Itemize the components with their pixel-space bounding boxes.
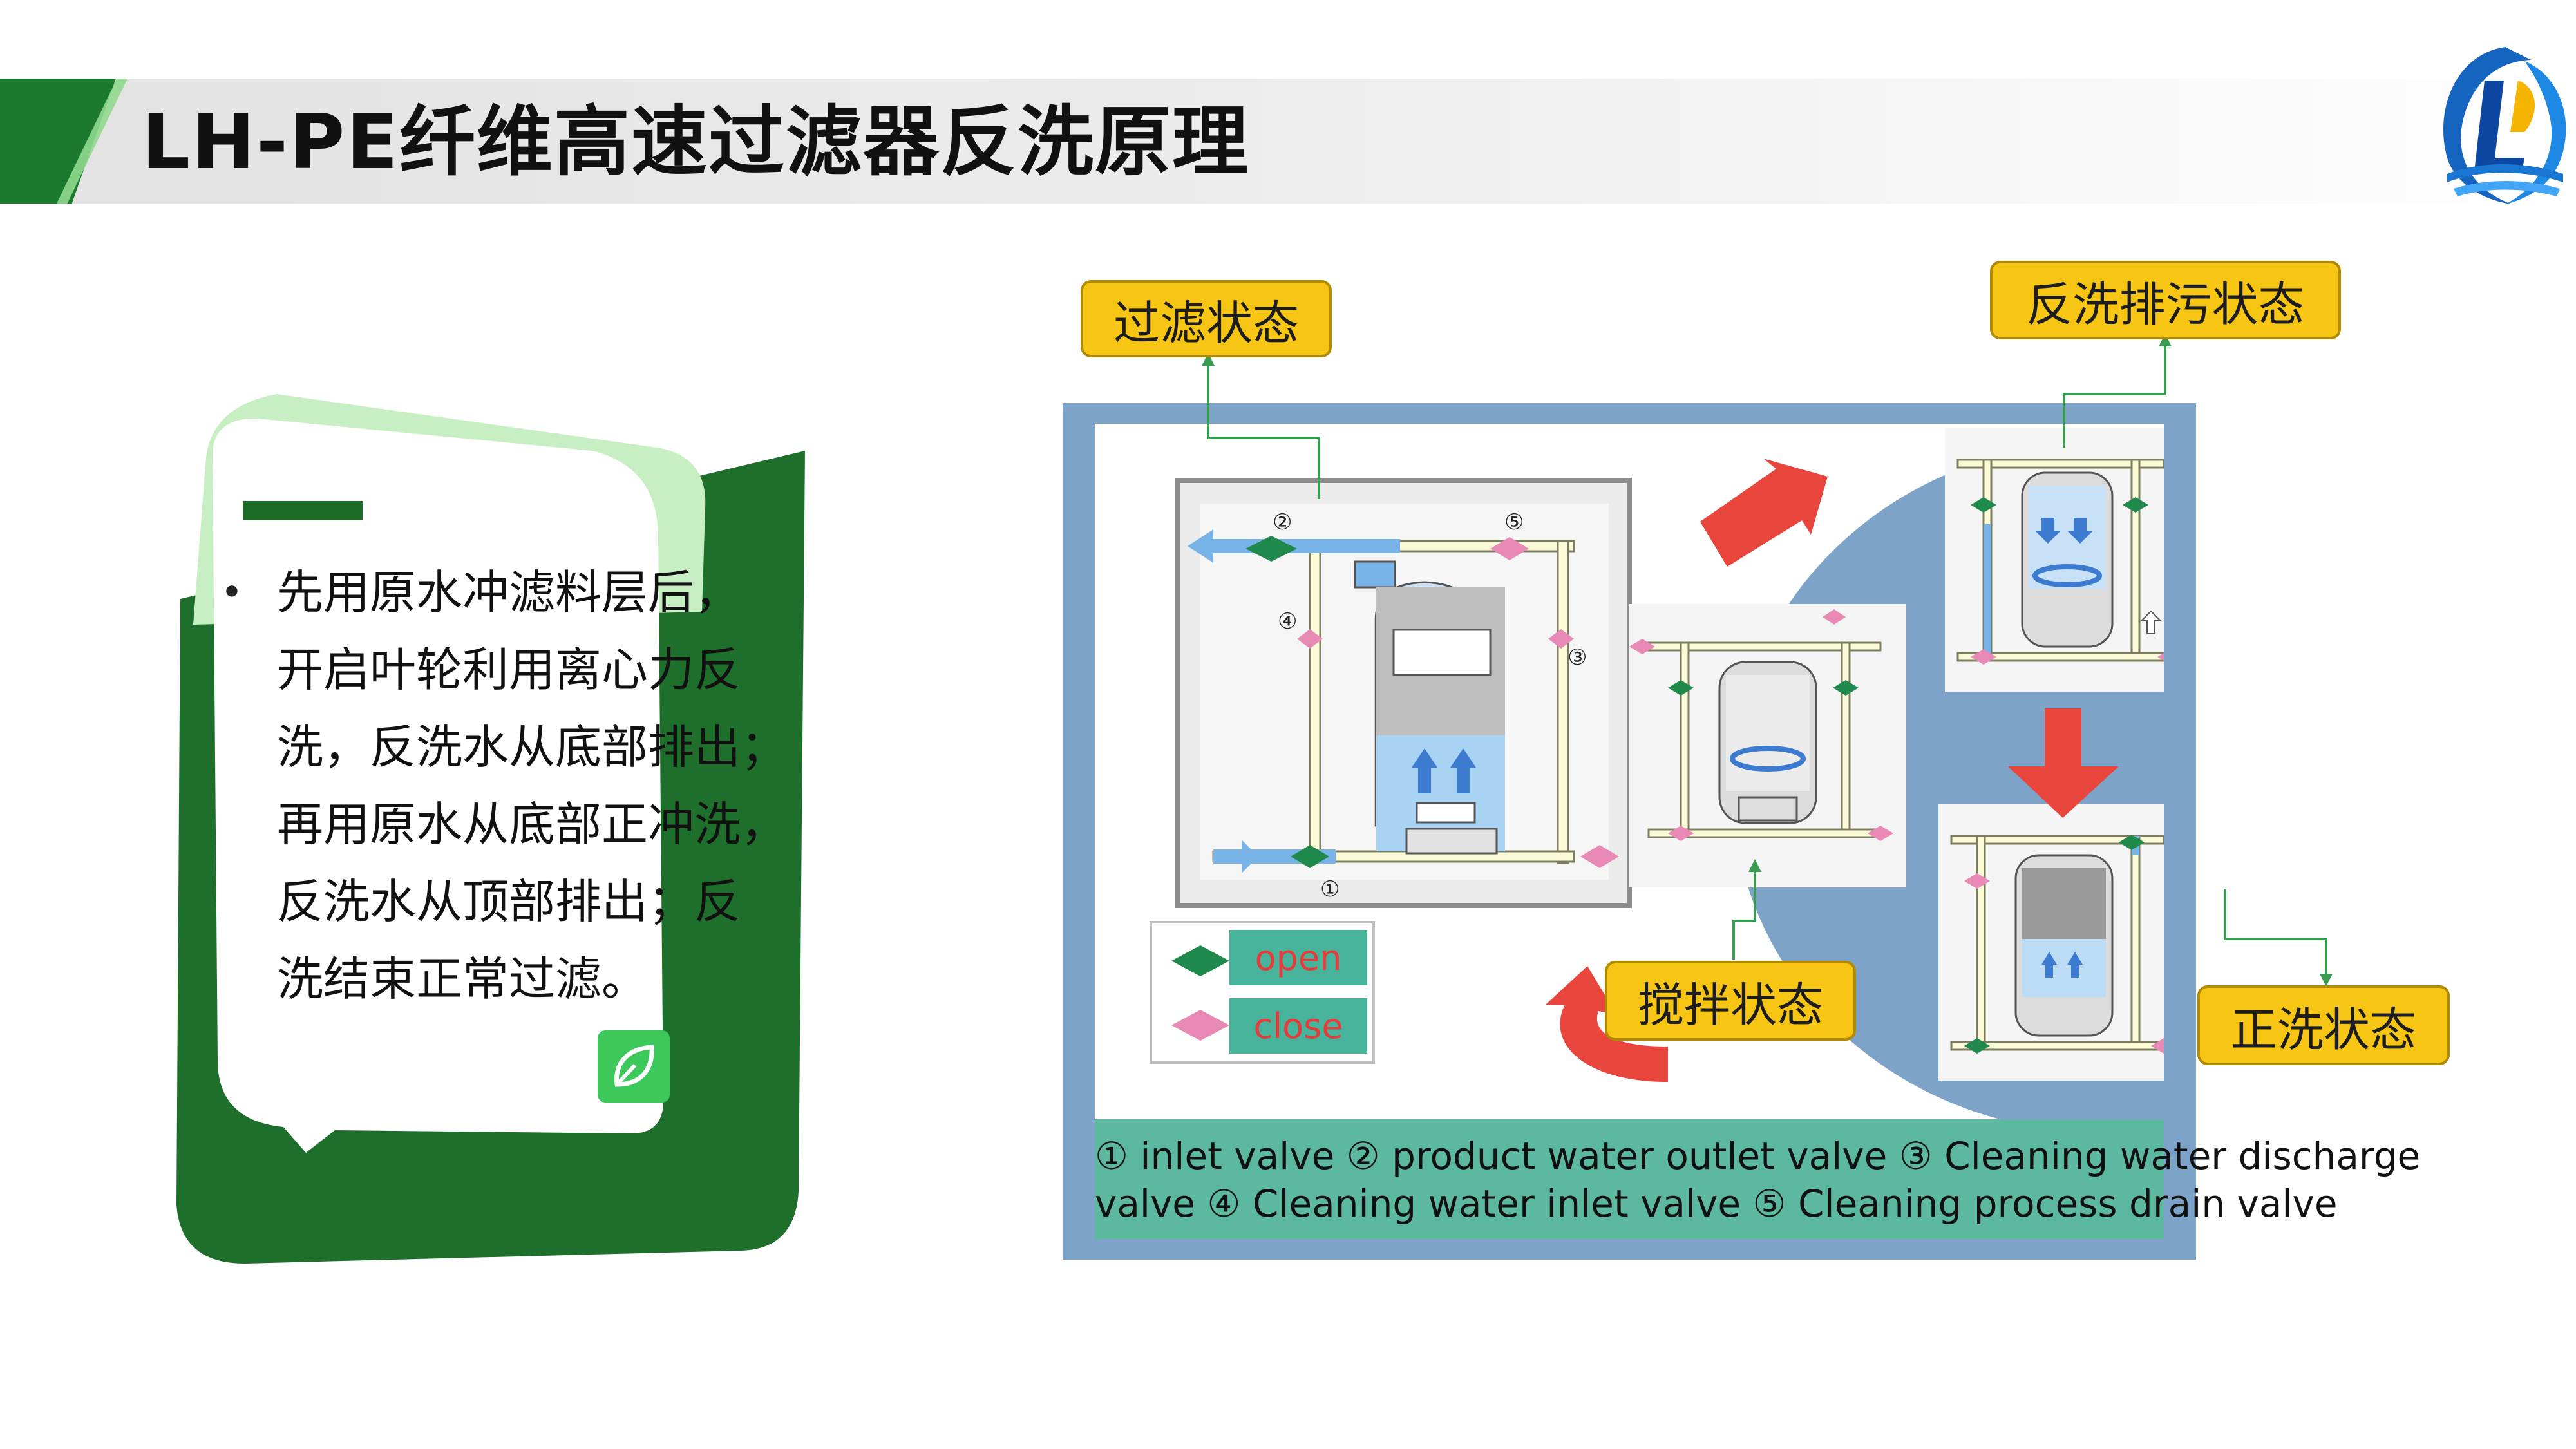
caption-line: valve ④ Cleaning water inlet valve ⑤ Cle…: [1095, 1182, 2338, 1226]
backwash-unit: [1945, 428, 2164, 692]
diagram-canvas: ② ⑤ ④ ③ ①: [1095, 424, 2164, 1119]
svg-text:④: ④: [1278, 609, 1297, 634]
description-line: 先用原水冲滤料层后，: [277, 565, 741, 620]
legend-close-label: close: [1229, 998, 1367, 1054]
description-line: 洗结束正常过滤。: [277, 952, 649, 1006]
state-label-backwash-drain: 反洗排污状态: [1990, 261, 2341, 339]
svg-text:⑤: ⑤: [1504, 509, 1524, 535]
svg-text:①: ①: [1320, 876, 1340, 902]
card-accent-bar: [243, 501, 363, 520]
caption-line: ① inlet valve ② product water outlet val…: [1095, 1134, 2421, 1178]
filter-unit: ② ⑤ ④ ③ ①: [1175, 478, 1632, 908]
card-background: [176, 394, 805, 1264]
company-logo-icon: [2428, 35, 2576, 216]
description-line: 开启叶轮利用离心力反: [277, 643, 741, 697]
description-list: • 先用原水冲滤料层后， 开启叶轮利用离心力反 洗，反洗水从底部排出； 再用原水…: [213, 554, 857, 1018]
legend-open-label: open: [1229, 930, 1367, 985]
leaf-icon: [598, 1030, 670, 1103]
bullet-icon: •: [220, 570, 243, 615]
description-line: 再用原水从底部正冲洗，: [277, 797, 788, 851]
title-band: [0, 79, 2576, 204]
svg-text:②: ②: [1273, 509, 1292, 535]
svg-text:③: ③: [1567, 645, 1587, 670]
backwash-diagram: ② ⑤ ④ ③ ①: [1063, 403, 2421, 1260]
description-card: • 先用原水冲滤料层后， 开启叶轮利用离心力反 洗，反洗水从底部排出； 再用原水…: [167, 380, 824, 1282]
state-label-stir: 搅拌状态: [1605, 961, 1856, 1041]
forward-wash-unit: [1938, 804, 2164, 1081]
description-line: 反洗水从顶部排出；反: [277, 875, 741, 929]
state-label-filter: 过滤状态: [1081, 280, 1332, 357]
valve-legend: open close: [1150, 921, 1375, 1064]
stir-unit: [1629, 604, 1906, 887]
page-title: LH-PE纤维高速过滤器反洗原理: [142, 97, 1250, 186]
valve-legend-icons: [1171, 945, 1229, 1041]
state-label-forward-wash: 正洗状态: [2197, 985, 2450, 1065]
valve-caption: ① inlet valve ② product water outlet val…: [1095, 1119, 2421, 1239]
list-item: • 先用原水冲滤料层后， 开启叶轮利用离心力反 洗，反洗水从底部排出； 再用原水…: [213, 554, 857, 1018]
description-line: 洗，反洗水从底部排出；: [277, 720, 788, 774]
